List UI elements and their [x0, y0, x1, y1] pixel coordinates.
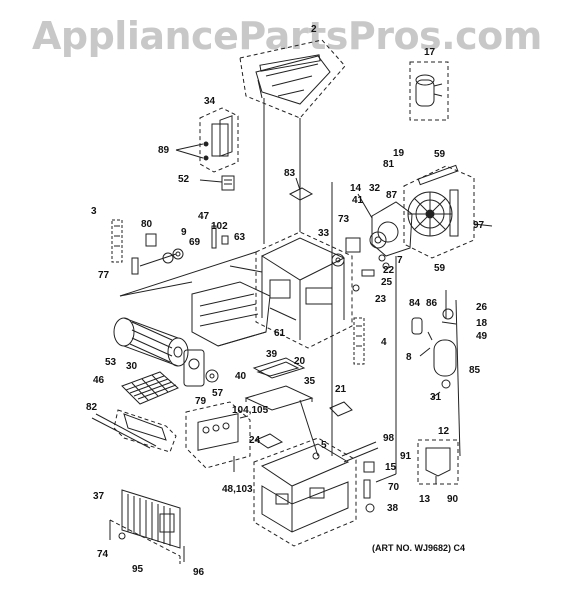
callout-4: 4 [381, 337, 387, 348]
callout-23: 23 [375, 294, 387, 305]
callout-24: 24 [249, 435, 261, 446]
callout-2: 2 [311, 24, 317, 35]
part-37-condenser [109, 489, 181, 566]
callout-82: 82 [86, 402, 98, 413]
part-53-filter [121, 371, 179, 405]
callout-7: 7 [397, 255, 403, 266]
callout-32: 32 [369, 183, 381, 194]
callout-14: 14 [350, 183, 362, 194]
callout-41: 41 [352, 195, 364, 206]
callout-12: 12 [438, 426, 450, 437]
callout-73: 73 [338, 214, 350, 225]
part-17-capacitor [409, 61, 449, 121]
callout-9: 9 [181, 227, 187, 238]
callout-57: 57 [212, 388, 224, 399]
callout-35: 35 [304, 376, 316, 387]
callout-34: 34 [204, 96, 216, 107]
callout-85: 85 [469, 365, 481, 376]
part-30-blower-wheel [113, 317, 189, 367]
part-83-bracket [288, 177, 314, 201]
callout-30: 30 [126, 361, 138, 372]
callout-104-105: 104,105 [232, 405, 269, 416]
callout-70: 70 [388, 482, 400, 493]
callout-87: 87 [386, 190, 398, 201]
callout-59b: 59 [434, 263, 446, 274]
part-39-front-frame [119, 251, 271, 347]
callout-77: 77 [98, 270, 110, 281]
callout-81: 81 [383, 159, 395, 170]
callout-17: 17 [424, 47, 436, 58]
part-3-left-parts [111, 219, 229, 275]
callout-63: 63 [234, 232, 246, 243]
part-21-bracket [329, 401, 353, 417]
part-52-terminal [199, 175, 235, 191]
callout-8: 8 [406, 352, 412, 363]
part-57-control-panel [185, 401, 251, 472]
callout-74: 74 [97, 549, 109, 560]
part-63-chassis [229, 231, 353, 349]
callout-22: 22 [383, 265, 395, 276]
callout-97: 97 [473, 220, 485, 231]
callout-5: 5 [321, 440, 327, 451]
callout-96: 96 [193, 567, 205, 578]
callout-18: 18 [476, 318, 488, 329]
art-number-label: (ART NO. WJ9682) C4 [372, 543, 466, 553]
callout-52: 52 [178, 174, 190, 185]
callout-19: 19 [393, 148, 405, 159]
part-98-small-parts [341, 441, 379, 513]
callout-31: 31 [430, 392, 442, 403]
callout-91: 91 [400, 451, 412, 462]
callout-84: 84 [409, 298, 421, 309]
callout-25: 25 [381, 277, 393, 288]
callout-69: 69 [189, 237, 201, 248]
callout-59a: 59 [434, 149, 446, 160]
part-2-top-cover [239, 39, 346, 119]
part-34-control-box [175, 107, 239, 173]
callout-46: 46 [93, 375, 105, 386]
callout-21: 21 [335, 384, 347, 395]
part-32-motor [357, 193, 413, 257]
callout-89: 89 [158, 145, 170, 156]
callout-33: 33 [318, 228, 330, 239]
callout-80: 80 [141, 219, 153, 230]
watermark-text: AppliancePartsPros.com [32, 14, 542, 58]
part-79-motor-mount [183, 349, 219, 387]
callout-15: 15 [385, 462, 397, 473]
callout-48-103: 48,103 [222, 484, 253, 495]
callout-53: 53 [105, 357, 117, 368]
callout-39: 39 [266, 349, 278, 360]
callout-3: 3 [91, 206, 97, 217]
part-20-pan [244, 357, 314, 411]
callout-38: 38 [387, 503, 399, 514]
part-85-compressor [411, 308, 457, 399]
callout-83: 83 [284, 168, 296, 179]
part-19-fan-assembly [403, 164, 493, 259]
part-12-bracket [417, 439, 459, 485]
callout-13: 13 [419, 494, 431, 505]
callout-98: 98 [383, 433, 395, 444]
callout-26: 26 [476, 302, 488, 313]
part-4-side-rail [353, 317, 365, 365]
callout-95: 95 [132, 564, 144, 575]
callout-102: 102 [211, 221, 228, 232]
callout-47: 47 [198, 211, 210, 222]
callout-86: 86 [426, 298, 438, 309]
callout-79: 79 [195, 396, 207, 407]
callout-20: 20 [294, 356, 306, 367]
part-46-grille [91, 409, 177, 453]
callout-37: 37 [93, 491, 105, 502]
callout-40: 40 [235, 371, 247, 382]
part-base-pan [253, 399, 357, 547]
leader-lines [183, 98, 461, 562]
callout-90: 90 [447, 494, 459, 505]
callout-61: 61 [274, 328, 286, 339]
callout-49: 49 [476, 331, 488, 342]
